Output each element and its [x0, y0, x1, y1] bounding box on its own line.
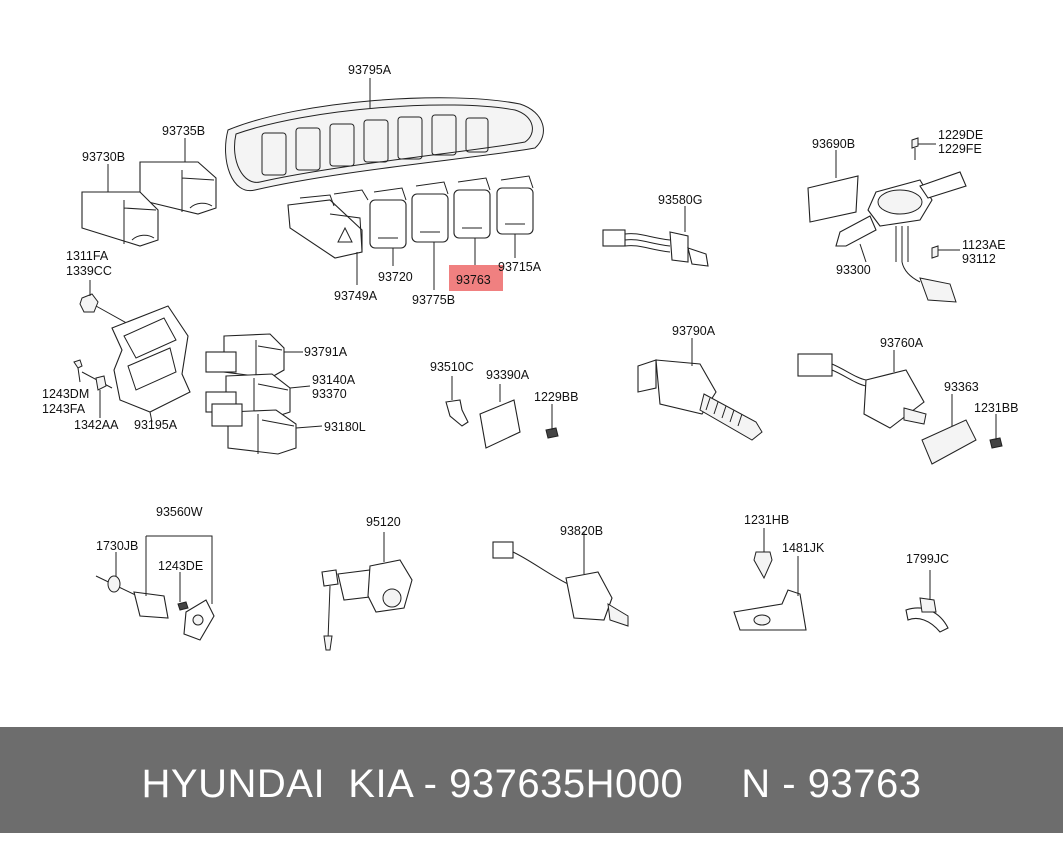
label-93510C[interactable]: 93510C — [430, 360, 474, 374]
stop-lamp-switch-part — [637, 338, 763, 441]
label-1799JC[interactable]: 1799JC — [906, 552, 949, 566]
hazard-switch-parts — [81, 138, 217, 247]
label-93763-highlighted[interactable]: 93763 — [456, 273, 491, 287]
label-1123AE[interactable]: 1123AE — [962, 238, 1006, 252]
label-1243FA[interactable]: 1243FA — [42, 402, 86, 416]
switch-93820B-part — [492, 532, 629, 627]
part-labels: 93795A 93735B 93730B 1311FA 1339CC 93749… — [42, 63, 1018, 573]
label-1243DM[interactable]: 1243DM — [42, 387, 89, 401]
label-93112[interactable]: 93112 — [962, 252, 996, 266]
small-parts-center — [445, 376, 559, 449]
label-95120[interactable]: 95120 — [366, 515, 401, 529]
part-number-caption: HYUNDAI KIA - 937635H000 N - 93763 — [141, 762, 922, 806]
bracket-parts — [73, 280, 191, 423]
label-93390A[interactable]: 93390A — [486, 368, 530, 382]
label-93775B[interactable]: 93775B — [412, 293, 455, 307]
label-93690B[interactable]: 93690B — [812, 137, 855, 151]
label-1339CC[interactable]: 1339CC — [66, 264, 112, 278]
label-1229FE[interactable]: 1229FE — [938, 142, 982, 156]
footer-bar: HYUNDAI KIA - 937635H000 N - 93763 — [0, 727, 1063, 833]
switch-stack-parts — [205, 333, 323, 455]
switch-caps-row — [287, 175, 534, 290]
label-93720[interactable]: 93720 — [378, 270, 413, 284]
label-1243DE[interactable]: 1243DE — [158, 559, 203, 573]
label-93791A[interactable]: 93791A — [304, 345, 348, 359]
label-1231BB[interactable]: 1231BB — [974, 401, 1018, 415]
label-93580G[interactable]: 93580G — [658, 193, 702, 207]
label-93730B[interactable]: 93730B — [82, 150, 125, 164]
label-1229DE[interactable]: 1229DE — [938, 128, 983, 142]
key-set-parts — [95, 535, 215, 641]
label-93140A[interactable]: 93140A — [312, 373, 356, 387]
label-1231HB[interactable]: 1231HB — [744, 513, 789, 527]
label-93180L[interactable]: 93180L — [324, 420, 366, 434]
clip-parts — [733, 528, 807, 631]
label-93795A[interactable]: 93795A — [348, 63, 392, 77]
label-93195A[interactable]: 93195A — [134, 418, 178, 432]
label-1229BB[interactable]: 1229BB — [534, 390, 578, 404]
ignition-switch-part — [321, 532, 413, 651]
connector-93580G-part — [602, 206, 709, 267]
label-93370[interactable]: 93370 — [312, 387, 347, 401]
label-93735B[interactable]: 93735B — [162, 124, 205, 138]
switch-bezel-part — [225, 78, 544, 192]
label-1730JB[interactable]: 1730JB — [96, 539, 138, 553]
highlighted-part-box[interactable] — [449, 265, 503, 291]
label-93300[interactable]: 93300 — [836, 263, 871, 277]
label-93749A[interactable]: 93749A — [334, 289, 378, 303]
exploded-parts-diagram: 93795A 93735B 93730B 1311FA 1339CC 93749… — [42, 63, 1018, 651]
label-93760A[interactable]: 93760A — [880, 336, 924, 350]
label-93715A[interactable]: 93715A — [498, 260, 542, 274]
label-1311FA[interactable]: 1311FA — [66, 249, 109, 263]
label-1481JK[interactable]: 1481JK — [782, 541, 825, 555]
switch-93760A-parts — [797, 350, 1003, 465]
column-switch-parts — [807, 137, 967, 303]
clip-1799JC-part — [905, 570, 949, 633]
label-93560W[interactable]: 93560W — [156, 505, 203, 519]
label-1342AA[interactable]: 1342AA — [74, 418, 119, 432]
label-93363[interactable]: 93363 — [944, 380, 979, 394]
label-93790A[interactable]: 93790A — [672, 324, 716, 338]
label-93820B[interactable]: 93820B — [560, 524, 603, 538]
